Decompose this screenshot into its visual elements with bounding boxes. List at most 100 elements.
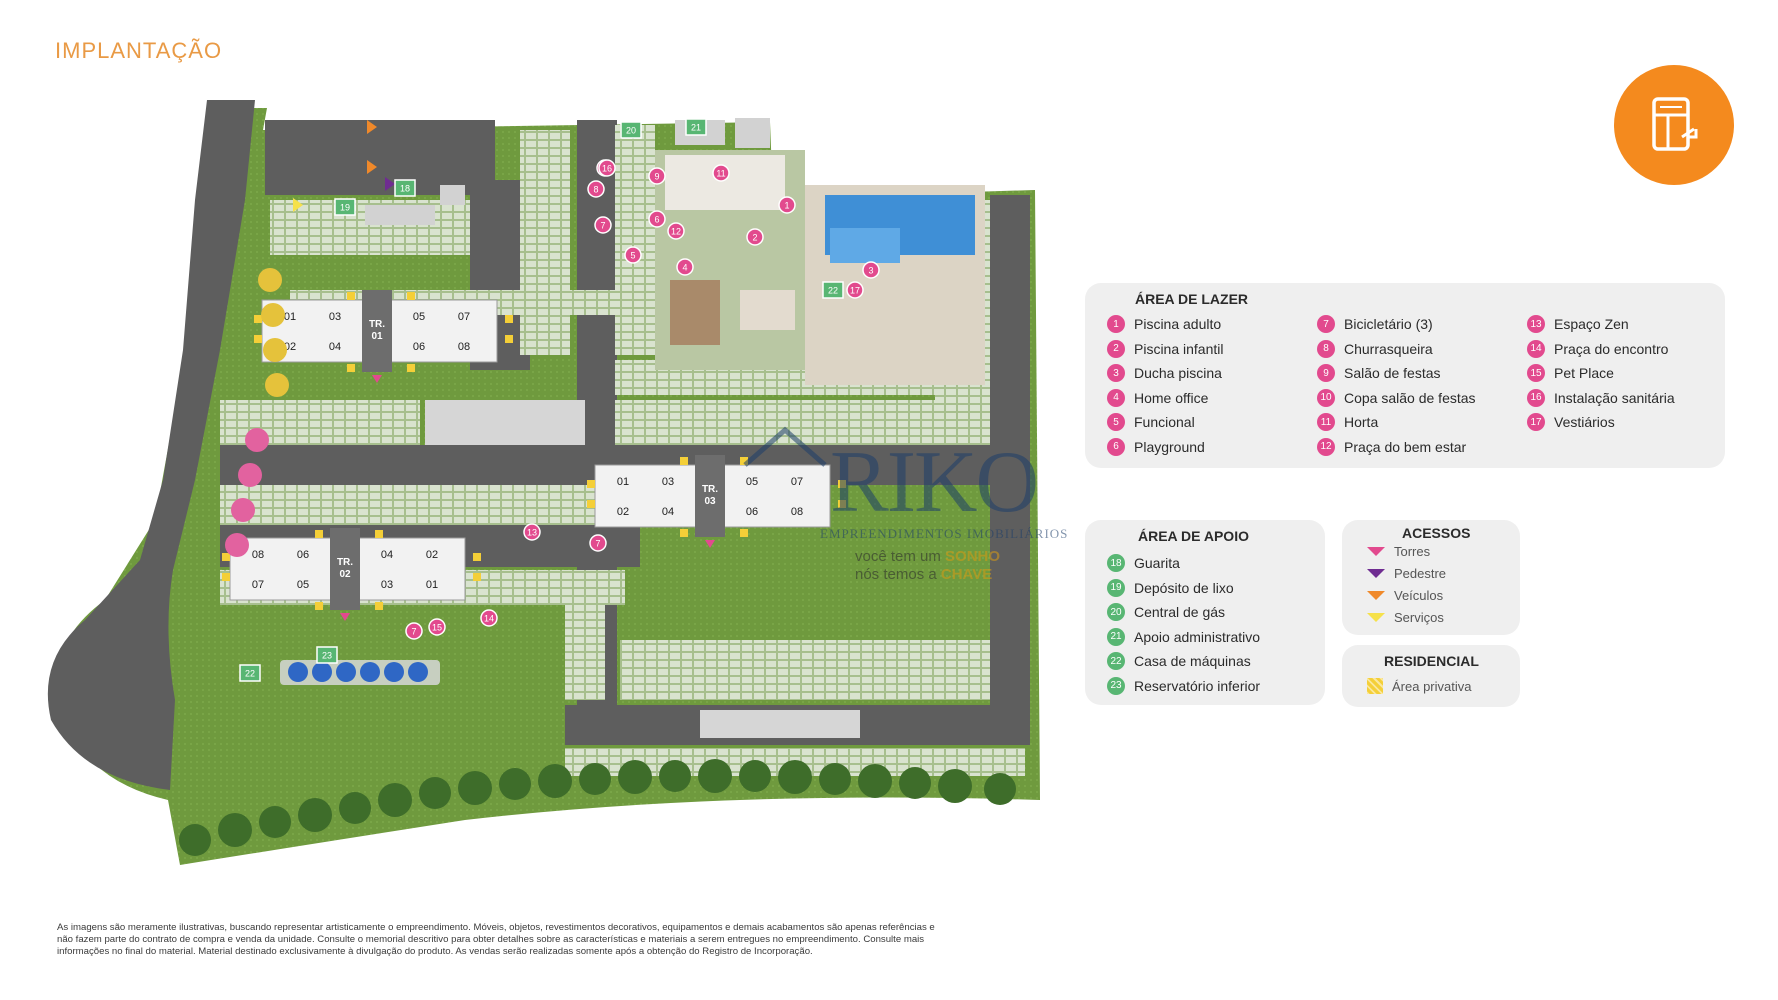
area-privativa-marker xyxy=(838,480,846,488)
road-top xyxy=(265,120,495,195)
map-marker-7[interactable]: 7 xyxy=(589,534,607,552)
map-marker-20[interactable]: 20 xyxy=(620,121,642,139)
unit-label: 03 xyxy=(662,476,674,488)
unit-label: 03 xyxy=(381,579,393,591)
legend-item-number: 15 xyxy=(1527,364,1545,382)
legend-residencial-heading: RESIDENCIAL xyxy=(1384,653,1479,669)
access-triangle-icon xyxy=(1367,547,1385,556)
area-privativa-marker xyxy=(473,573,481,581)
area-privativa-marker xyxy=(680,457,688,465)
map-marker-11[interactable]: 11 xyxy=(712,164,730,182)
legend-item-number: 11 xyxy=(1317,413,1335,431)
unit-label: 06 xyxy=(297,549,309,561)
legend-item-label: Piscina infantil xyxy=(1134,340,1224,357)
legend-item-number: 16 xyxy=(1527,388,1545,407)
area-privativa-marker xyxy=(740,457,748,465)
access-tower-triangle xyxy=(340,613,350,621)
map-marker-9[interactable]: 9 xyxy=(648,167,666,185)
unit-label: 03 xyxy=(329,311,341,323)
area-privativa-marker xyxy=(740,529,748,537)
unit-label: 06 xyxy=(746,506,758,518)
map-marker-5[interactable]: 5 xyxy=(624,246,642,264)
unit-label: 04 xyxy=(381,549,393,561)
area-privativa-marker xyxy=(222,553,230,561)
map-marker-22[interactable]: 22 xyxy=(239,664,261,682)
map-marker-12[interactable]: 12 xyxy=(667,222,685,240)
area-privativa-marker xyxy=(505,335,513,343)
area-privativa-marker xyxy=(587,480,595,488)
legend-item-label: Pet Place xyxy=(1554,365,1614,381)
legend-item-label: Churrasqueira xyxy=(1344,340,1433,357)
map-marker-14[interactable]: 14 xyxy=(480,609,498,627)
funcional-area xyxy=(670,280,720,345)
legend-item-number: 7 xyxy=(1317,315,1335,333)
map-marker-6[interactable]: 6 xyxy=(648,210,666,228)
map-marker-number: 19 xyxy=(340,203,350,213)
map-marker-18[interactable]: 18 xyxy=(394,179,416,197)
legend-acesso-item: Torres xyxy=(1367,544,1430,559)
home-office xyxy=(740,290,795,330)
map-marker-23[interactable]: 23 xyxy=(316,646,338,664)
legend-item-label: Casa de máquinas xyxy=(1134,653,1251,669)
area-privativa-marker xyxy=(407,292,415,300)
map-marker-7[interactable]: 7 xyxy=(405,622,423,640)
legend-item-number: 10 xyxy=(1317,388,1335,407)
legend-acesso-item: Veículos xyxy=(1367,588,1443,603)
unit-label: 07 xyxy=(458,311,470,323)
floorplan-toggle-button[interactable] xyxy=(1614,65,1734,185)
map-marker-15[interactable]: 15 xyxy=(428,618,446,636)
legend-item-number: 22 xyxy=(1107,652,1125,670)
legend-acesso-item: Pedestre xyxy=(1367,566,1446,581)
map-marker-number: 8 xyxy=(593,185,598,195)
map-marker-19[interactable]: 19 xyxy=(334,198,356,216)
access-tower-triangle xyxy=(372,375,382,383)
map-marker-7[interactable]: 7 xyxy=(594,216,612,234)
area-privativa-marker xyxy=(407,364,415,372)
map-marker-22[interactable]: 22 xyxy=(822,281,844,299)
map-marker-21[interactable]: 21 xyxy=(685,118,707,136)
apoio-admin-building xyxy=(735,118,770,148)
access-triangle-icon xyxy=(1367,591,1385,600)
map-marker-3[interactable]: 3 xyxy=(862,261,880,279)
map-marker-8[interactable]: 8 xyxy=(587,180,605,198)
map-marker-2[interactable]: 2 xyxy=(746,228,764,246)
map-marker-17[interactable]: 17 xyxy=(846,281,864,299)
map-marker-4[interactable]: 4 xyxy=(676,258,694,276)
area-privativa-marker xyxy=(473,553,481,561)
legend-item-label: Funcional xyxy=(1134,414,1195,430)
legend-item-number: 23 xyxy=(1107,676,1125,695)
map-marker-number: 13 xyxy=(527,528,537,538)
perimeter-road xyxy=(47,100,255,790)
legend-acesso-label: Pedestre xyxy=(1394,566,1447,581)
tree-line xyxy=(179,759,1016,856)
unit-label: 02 xyxy=(426,549,438,561)
map-marker-13[interactable]: 13 xyxy=(523,523,541,541)
map-marker-16[interactable]: 16 xyxy=(598,159,616,177)
legend-acesso-item: Serviços xyxy=(1367,610,1444,625)
floorplan-rotate-icon xyxy=(1652,97,1698,151)
tower-label: 02 xyxy=(339,569,351,580)
parking-2 xyxy=(520,130,570,355)
legend-item-number: 13 xyxy=(1527,315,1545,333)
legend-item-number: 14 xyxy=(1527,339,1545,358)
unit-label: 01 xyxy=(617,476,629,488)
legend-item-label: Piscina adulto xyxy=(1134,316,1222,332)
map-marker-1[interactable]: 1 xyxy=(778,196,796,214)
tower-label: TR. xyxy=(702,484,718,495)
map-marker-number: 21 xyxy=(691,123,701,133)
legend-item-label: Playground xyxy=(1134,438,1205,455)
tower-label: 03 xyxy=(704,496,716,507)
flowering-trees xyxy=(225,268,289,557)
map-marker-number: 9 xyxy=(654,172,659,182)
